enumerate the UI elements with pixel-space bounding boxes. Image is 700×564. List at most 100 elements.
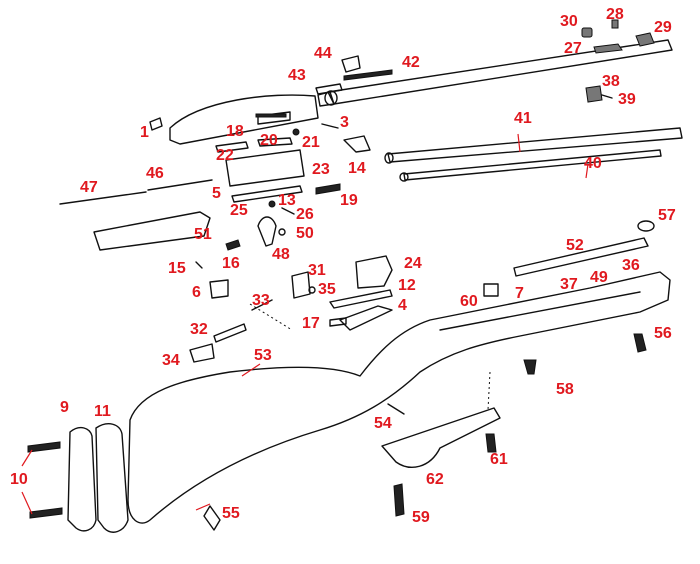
part-32-shape bbox=[213, 323, 247, 343]
callout-50: 50 bbox=[296, 225, 314, 242]
callout-39: 39 bbox=[618, 91, 636, 108]
trigger-guard bbox=[381, 407, 501, 468]
callout-14: 14 bbox=[348, 160, 366, 177]
callout-7: 7 bbox=[515, 285, 524, 302]
callout-49: 49 bbox=[590, 269, 608, 286]
callout-32: 32 bbox=[190, 321, 208, 338]
callout-42: 42 bbox=[402, 54, 420, 71]
part-35-shape bbox=[308, 286, 316, 294]
callout-53: 53 bbox=[254, 347, 272, 364]
part-17-shape bbox=[329, 317, 347, 327]
part-25-shape bbox=[231, 185, 303, 203]
callout-11: 11 bbox=[94, 403, 111, 420]
callout-24: 24 bbox=[404, 255, 422, 272]
callout-10: 10 bbox=[10, 471, 28, 488]
callout-38: 38 bbox=[602, 73, 620, 90]
part-16-shape bbox=[225, 239, 241, 251]
callout-36: 36 bbox=[622, 257, 640, 274]
callout-30: 30 bbox=[560, 13, 578, 30]
assembly-guide-line bbox=[249, 303, 293, 331]
callout-37: 37 bbox=[560, 276, 578, 293]
callout-48: 48 bbox=[272, 246, 290, 263]
part-22-shape bbox=[215, 141, 249, 153]
part-9-shape bbox=[67, 426, 97, 532]
callout-29: 29 bbox=[654, 19, 672, 36]
part-50-shape bbox=[278, 228, 286, 236]
part-44-shape bbox=[341, 55, 361, 73]
callout-23: 23 bbox=[312, 161, 330, 178]
part-47-shape bbox=[59, 191, 147, 205]
part-33-shape bbox=[251, 299, 273, 311]
part-26-shape bbox=[281, 207, 295, 215]
part-55-shape bbox=[203, 505, 221, 531]
callout-33: 33 bbox=[252, 292, 270, 309]
callout-46: 46 bbox=[146, 165, 164, 182]
receiver bbox=[169, 94, 319, 145]
part-60-shape bbox=[483, 283, 499, 297]
part-6-shape bbox=[209, 279, 229, 299]
callout-22: 22 bbox=[216, 147, 234, 164]
part-1-shape bbox=[149, 117, 163, 131]
callout-6: 6 bbox=[192, 284, 201, 301]
callout-16: 16 bbox=[222, 255, 240, 272]
callout-15: 15 bbox=[168, 260, 186, 277]
stock bbox=[127, 271, 671, 524]
callout-5: 5 bbox=[212, 185, 221, 202]
part-20-shape bbox=[257, 137, 293, 147]
callout-27: 27 bbox=[564, 40, 582, 57]
callout-47: 47 bbox=[80, 179, 98, 196]
callout-12: 12 bbox=[398, 277, 416, 294]
callout-28: 28 bbox=[606, 6, 624, 23]
part-10-screw-lower bbox=[29, 507, 63, 519]
part-59-shape bbox=[393, 483, 405, 517]
callout-56: 56 bbox=[654, 325, 672, 342]
leader-lines bbox=[21, 133, 589, 515]
callout-18: 18 bbox=[226, 123, 244, 140]
part-3-shape bbox=[321, 123, 339, 129]
callout-55: 55 bbox=[222, 505, 240, 522]
part-56-shape bbox=[633, 333, 647, 353]
callout-35: 35 bbox=[318, 281, 336, 298]
callout-44: 44 bbox=[314, 45, 332, 62]
inner-magazine-tube bbox=[399, 149, 662, 182]
part-21-shape bbox=[292, 128, 300, 136]
callout-57: 57 bbox=[658, 207, 676, 224]
callout-20: 20 bbox=[260, 132, 278, 149]
part-51-shape bbox=[93, 211, 211, 251]
assembly-guide-line bbox=[487, 371, 491, 411]
part-42-shape bbox=[343, 69, 393, 81]
callout-21: 21 bbox=[302, 134, 320, 151]
part-57-shape bbox=[637, 220, 655, 232]
callout-59: 59 bbox=[412, 509, 430, 526]
callout-1: 1 bbox=[140, 124, 149, 141]
callout-60: 60 bbox=[460, 293, 478, 310]
part-43-shape bbox=[315, 83, 343, 95]
callout-4: 4 bbox=[398, 297, 407, 314]
part-12-shape bbox=[329, 289, 393, 309]
callout-13: 13 bbox=[278, 192, 296, 209]
part-38-shape bbox=[585, 85, 603, 103]
callout-9: 9 bbox=[60, 399, 69, 416]
front-sight-parts bbox=[581, 19, 655, 54]
magazine-tube bbox=[384, 127, 683, 164]
callout-34: 34 bbox=[162, 352, 180, 369]
part-54-shape bbox=[387, 403, 405, 415]
part-48-shape bbox=[257, 216, 277, 247]
part-10-screw-upper bbox=[27, 441, 61, 453]
part-4-shape bbox=[339, 305, 393, 331]
callout-41: 41 bbox=[514, 110, 532, 127]
bolt bbox=[225, 149, 305, 187]
part-14-shape bbox=[343, 135, 371, 153]
part-39-shape bbox=[601, 94, 613, 99]
part-15-shape bbox=[195, 261, 203, 269]
callout-3: 3 bbox=[340, 114, 349, 131]
part-34-shape bbox=[189, 343, 215, 363]
callout-17: 17 bbox=[302, 315, 320, 332]
callout-62: 62 bbox=[426, 471, 444, 488]
callout-26: 26 bbox=[296, 206, 314, 223]
callout-52: 52 bbox=[566, 237, 584, 254]
callout-40: 40 bbox=[584, 155, 602, 172]
callout-51: 51 bbox=[194, 226, 212, 243]
